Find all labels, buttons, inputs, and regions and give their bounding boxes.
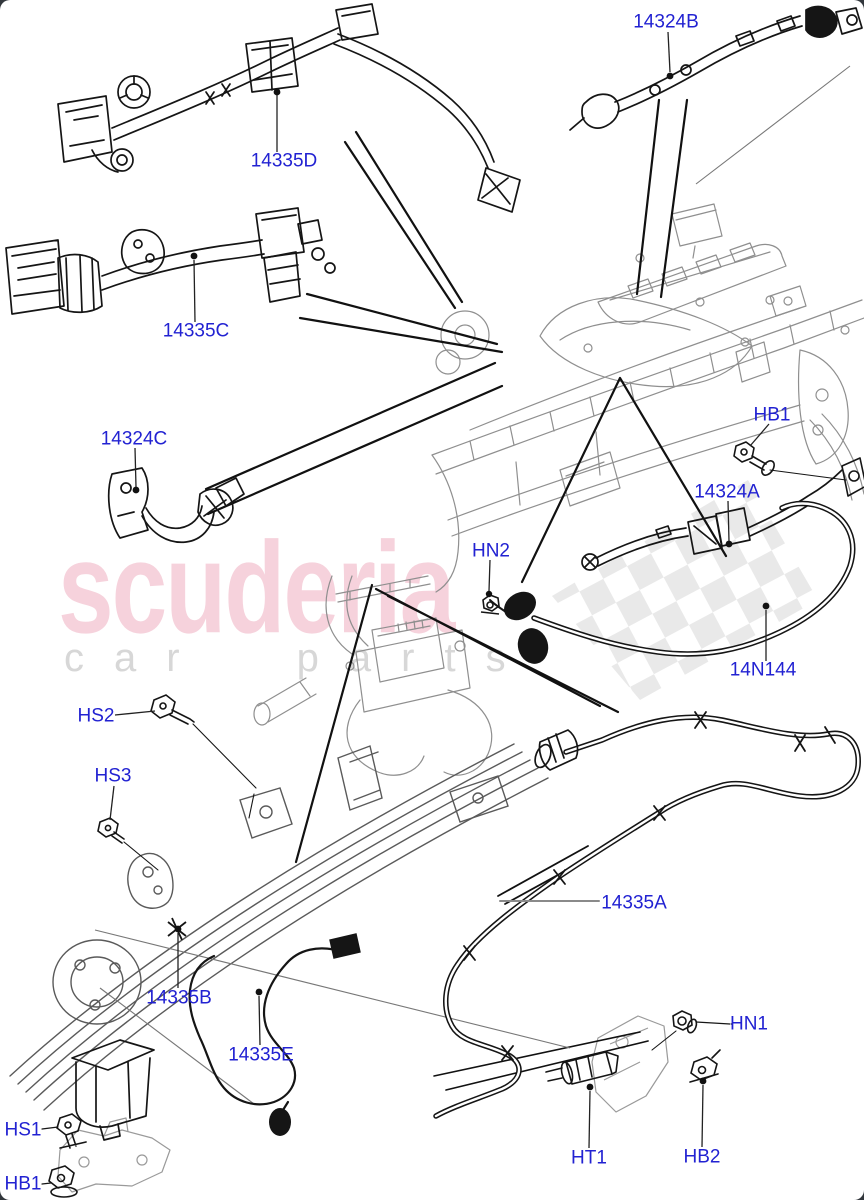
watermark-tagline-text: car parts — [64, 636, 536, 680]
part-label-HN1: HN1 — [729, 1013, 769, 1035]
part-label-HS3: HS3 — [94, 765, 132, 787]
bolt-HS1-drawing — [41, 1113, 87, 1149]
callout-target-dots — [132, 72, 770, 1091]
part-label-14335B: 14335B — [146, 987, 212, 1009]
part-label-14324C: 14324C — [100, 428, 168, 450]
part-label-HB1-lower: HB1 — [4, 1173, 42, 1195]
part-label-HS1: HS1 — [4, 1119, 42, 1141]
part-label-14324B: 14324B — [633, 11, 699, 33]
battery-cable-14324A-drawing — [581, 469, 843, 571]
part-label-14335E: 14335E — [228, 1044, 294, 1066]
harness-14335D-drawing — [57, 3, 521, 213]
pointer-lines — [204, 98, 728, 1091]
part-label-HB1-upper: HB1 — [753, 404, 791, 426]
callout-leader-lines — [109, 31, 770, 1149]
part-label-14335C: 14335C — [162, 320, 230, 342]
part-label-HT1: HT1 — [571, 1147, 607, 1169]
thin-reference-lines — [94, 65, 851, 1105]
harness-14335C-drawing — [5, 207, 336, 315]
part-label-14335A: 14335A — [601, 892, 667, 914]
part-label-14324A: 14324A — [694, 481, 760, 503]
ground-strap-14324C-drawing — [107, 467, 245, 544]
battery-cable-14324B-drawing — [569, 5, 863, 131]
part-label-HN2: HN2 — [471, 540, 511, 562]
battery-cable-14N144-drawing — [489, 500, 856, 664]
part-label-HS2: HS2 — [77, 705, 115, 727]
engine-mount-drawing — [71, 1039, 155, 1141]
harness-14335A-drawing — [433, 711, 861, 1119]
mount-bracket-lower-left — [57, 1117, 171, 1193]
bolt-HB1-lower-drawing — [41, 1165, 78, 1198]
nut-HN1-drawing — [651, 1010, 731, 1051]
bolt-HB1-upper-drawing — [733, 441, 864, 497]
stud-HT1-drawing — [545, 1051, 619, 1085]
part-label-14335D: 14335D — [250, 150, 318, 172]
vehicle-frame-engine-context — [253, 203, 864, 776]
cable-14335E-drawing — [188, 933, 361, 1136]
part-label-14N144: 14N144 — [729, 659, 797, 681]
watermark-brand-text: scuderia — [58, 515, 455, 661]
part-label-HB2: HB2 — [683, 1146, 721, 1168]
bolt-HS2-drawing — [150, 694, 257, 819]
